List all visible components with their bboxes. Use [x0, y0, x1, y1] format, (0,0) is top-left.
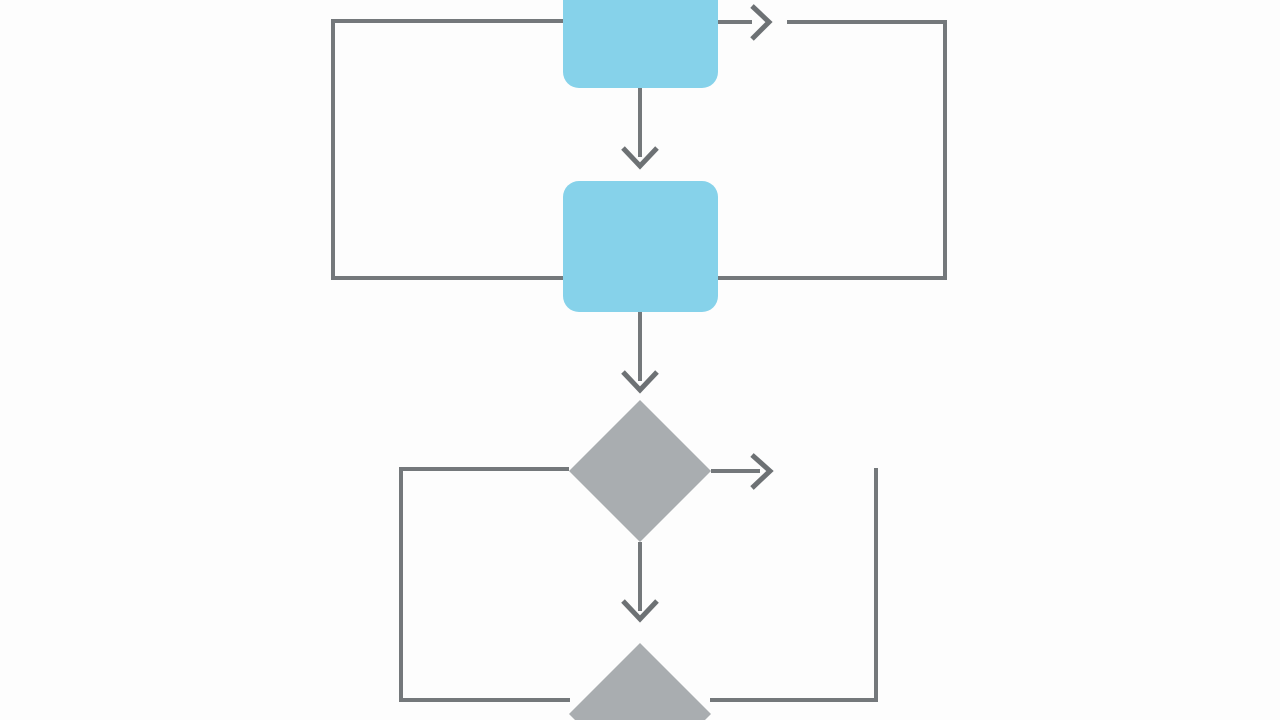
arrowhead-right-icon [750, 4, 773, 41]
node-decision-2[interactable] [569, 643, 711, 720]
node-decision-1[interactable] [569, 400, 711, 542]
edge-loop-top-left[interactable] [331, 19, 563, 280]
edge-loop-top-right[interactable] [718, 20, 947, 280]
edge-loop-bottom-left[interactable] [399, 467, 570, 702]
arrowhead-right-icon [750, 453, 774, 490]
node-group [563, 0, 718, 720]
arrowhead-down-icon [621, 599, 659, 623]
edge-loop-bottom-right[interactable] [710, 468, 878, 702]
edge-group [331, 19, 947, 702]
arrowhead-down-icon [621, 146, 659, 170]
arrowhead-group [621, 4, 774, 623]
node-process-2[interactable] [563, 181, 718, 312]
node-process-1[interactable] [563, 0, 718, 88]
arrowhead-down-icon [621, 370, 659, 394]
